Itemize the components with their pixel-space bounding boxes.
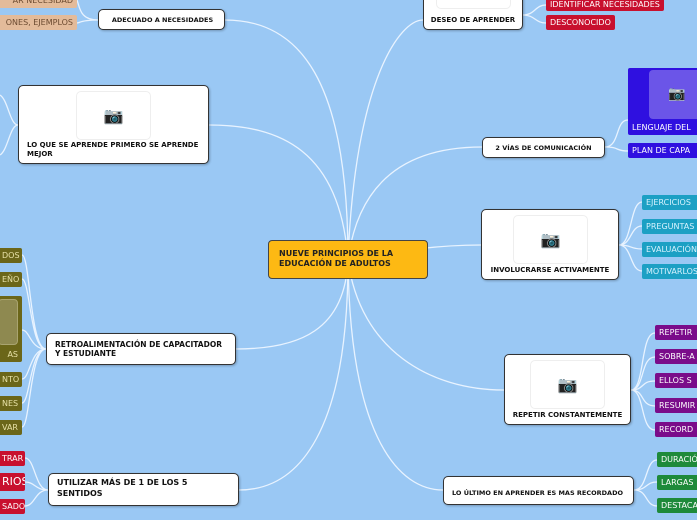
- node-involucrarse[interactable]: 📷 INVOLUCRARSE ACTIVAMENTE: [481, 209, 619, 280]
- node-label: REPETIR CONSTANTEMENTE: [512, 411, 623, 419]
- leaf[interactable]: EVALUACIÓN: [642, 242, 697, 257]
- camera-icon: 📷: [540, 230, 561, 249]
- node-label: UTILIZAR MÁS DE 1 DE LOS 5 SENTIDOS: [57, 478, 188, 498]
- leaf[interactable]: RECORD: [655, 422, 697, 437]
- leaf[interactable]: TRAR: [0, 451, 25, 466]
- leaf[interactable]: EJERCICIOS: [642, 195, 697, 210]
- leaf-image[interactable]: 📷 LENGUAJE DEL: [628, 68, 697, 135]
- image-placeholder[interactable]: 📷: [530, 360, 605, 409]
- leaf[interactable]: VAR: [0, 420, 22, 435]
- leaf[interactable]: SOBRE-A: [655, 349, 697, 364]
- leaf[interactable]: DESTACA: [657, 498, 697, 513]
- image-placeholder[interactable]: 📷: [513, 215, 588, 264]
- image-placeholder: [0, 299, 18, 345]
- leaf[interactable]: ONES, EJEMPLOS: [0, 15, 77, 30]
- image-placeholder[interactable]: [436, 0, 511, 9]
- leaf-image[interactable]: AS: [0, 296, 22, 362]
- leaf[interactable]: DESCONOCIDO: [546, 15, 615, 30]
- node-repetir[interactable]: 📷 REPETIR CONSTANTEMENTE: [504, 354, 631, 425]
- leaf[interactable]: IDENTIFICAR NECESIDADES: [546, 0, 664, 11]
- node-sentidos[interactable]: UTILIZAR MÁS DE 1 DE LOS 5 SENTIDOS: [48, 473, 239, 506]
- node-label: 2 VÍAS DE COMUNICACIÓN: [495, 144, 592, 152]
- leaf[interactable]: PREGUNTAS: [642, 219, 697, 234]
- leaf[interactable]: PLAN DE CAPA: [628, 143, 697, 158]
- leaf[interactable]: SADO: [0, 499, 25, 514]
- node-label: RETROALIMENTACIÓN DE CAPACITADOR Y ESTUD…: [55, 340, 222, 358]
- leaf[interactable]: REPETIR: [655, 325, 697, 340]
- leaf[interactable]: EÑO: [0, 272, 22, 287]
- node-label: ADECUADO A NECESIDADES: [111, 16, 214, 24]
- central-topic[interactable]: NUEVE PRINCIPIOS DE LA EDUCACIÓN DE ADUL…: [268, 240, 428, 279]
- node-adecuado[interactable]: ADECUADO A NECESIDADES: [98, 9, 225, 30]
- node-primero[interactable]: 📷 LO QUE SE APRENDE PRIMERO SE APRENDE M…: [18, 85, 209, 164]
- leaf[interactable]: DURACIÓ: [657, 452, 697, 467]
- node-label: LO ÚLTIMO EN APRENDER ES MAS RECORDADO: [452, 489, 623, 497]
- leaf[interactable]: LARGAS: [657, 475, 697, 490]
- leaf[interactable]: RESUMIR: [655, 398, 697, 413]
- leaf-label: LENGUAJE DEL: [632, 123, 691, 132]
- node-label: INVOLUCRARSE ACTIVAMENTE: [490, 266, 610, 274]
- node-retro[interactable]: RETROALIMENTACIÓN DE CAPACITADOR Y ESTUD…: [46, 333, 236, 365]
- camera-icon: 📷: [557, 375, 578, 394]
- leaf[interactable]: AR NECESIDAD: [0, 0, 77, 8]
- node-deseo[interactable]: DESEO DE APRENDER: [423, 0, 523, 30]
- node-ultimo[interactable]: LO ÚLTIMO EN APRENDER ES MAS RECORDADO: [443, 476, 634, 505]
- camera-icon: 📷: [103, 106, 124, 125]
- image-placeholder: 📷: [649, 70, 697, 119]
- central-topic-label: NUEVE PRINCIPIOS DE LA EDUCACIÓN DE ADUL…: [279, 249, 394, 268]
- leaf[interactable]: NTO: [0, 372, 22, 387]
- leaf[interactable]: ELLOS S: [655, 373, 697, 388]
- leaf[interactable]: DOS: [0, 248, 22, 263]
- node-label: DESEO DE APRENDER: [430, 16, 516, 24]
- camera-icon: 📷: [668, 86, 686, 102]
- leaf-label: AS: [7, 350, 18, 359]
- leaf[interactable]: MOTIVARLOS: [642, 264, 697, 279]
- node-label: LO QUE SE APRENDE PRIMERO SE APRENDE MEJ…: [27, 141, 199, 158]
- image-placeholder[interactable]: 📷: [76, 91, 151, 140]
- leaf[interactable]: NES: [0, 396, 22, 411]
- node-vias[interactable]: 2 VÍAS DE COMUNICACIÓN: [482, 137, 605, 158]
